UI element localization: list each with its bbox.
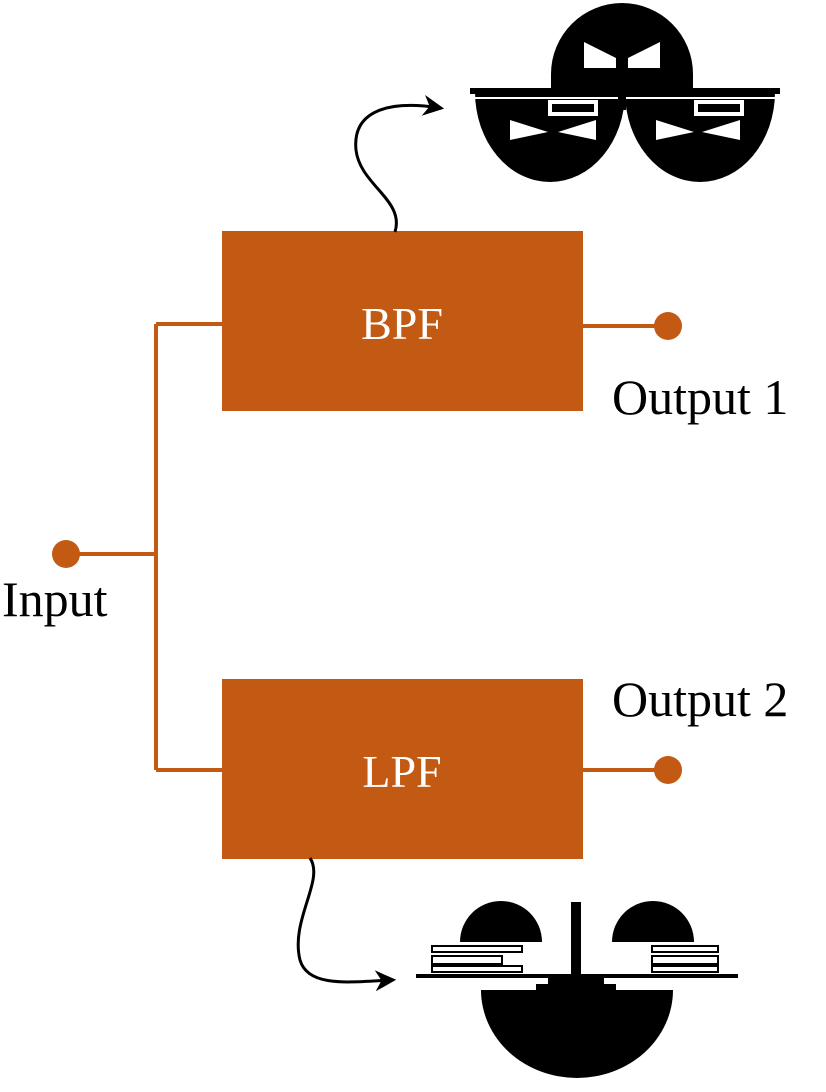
input-label: Input [2,571,108,627]
input-terminal [52,540,80,568]
bpf-arrow [354,94,445,233]
bpf-layout-icon [470,3,780,182]
lpf-block: LPF [222,679,583,859]
output-1-label: Output 1 [612,369,788,425]
output-1-terminal [654,312,682,340]
bpf-block: BPF [222,231,583,411]
lpf-label: LPF [362,746,441,797]
bpf-label: BPF [361,298,443,349]
lpf-layout-icon [416,901,738,1078]
output-2-terminal [654,756,682,784]
output-wiring [582,324,668,772]
input-wiring [66,322,224,772]
lpf-arrow [296,857,397,992]
output-2-label: Output 2 [612,671,788,727]
